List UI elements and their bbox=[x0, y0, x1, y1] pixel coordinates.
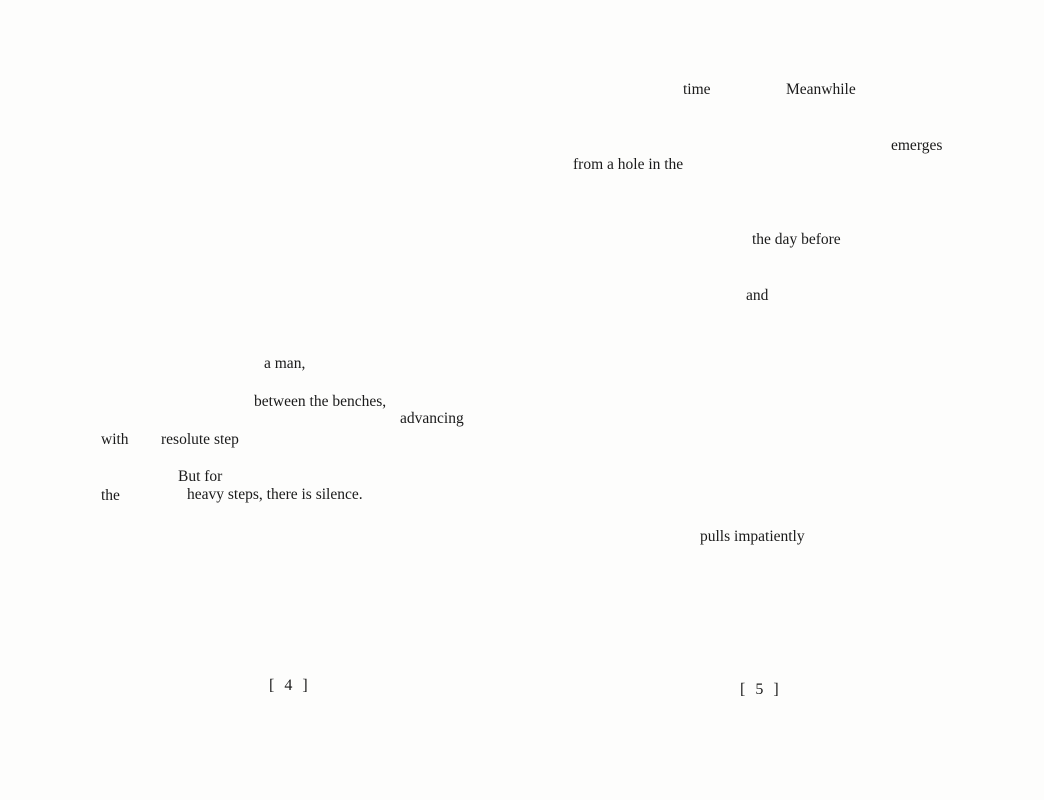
text-fragment: a man, bbox=[264, 355, 306, 372]
right-page: time Meanwhile emerges from a hole in th… bbox=[522, 0, 1044, 800]
text-fragment: time bbox=[683, 81, 711, 98]
text-fragment: pulls impatiently bbox=[700, 528, 805, 545]
text-fragment: advancing bbox=[400, 410, 464, 427]
text-fragment: But for bbox=[178, 468, 223, 485]
page-number: [ 4 ] bbox=[269, 677, 311, 694]
text-fragment: Meanwhile bbox=[786, 81, 856, 98]
text-fragment: heavy steps, there is silence. bbox=[187, 486, 363, 503]
text-fragment: emerges bbox=[891, 137, 943, 154]
text-fragment: the day before bbox=[752, 231, 841, 248]
left-page: a man, between the benches, advancing wi… bbox=[101, 355, 464, 694]
text-fragment: with bbox=[101, 431, 129, 448]
text-fragment: between the benches, bbox=[254, 393, 387, 410]
text-fragment: the bbox=[101, 487, 120, 504]
text-fragment: resolute step bbox=[161, 431, 239, 448]
text-fragment: from a hole in the bbox=[573, 156, 684, 173]
page-number: [ 5 ] bbox=[740, 681, 782, 698]
text-fragment: and bbox=[746, 287, 769, 304]
